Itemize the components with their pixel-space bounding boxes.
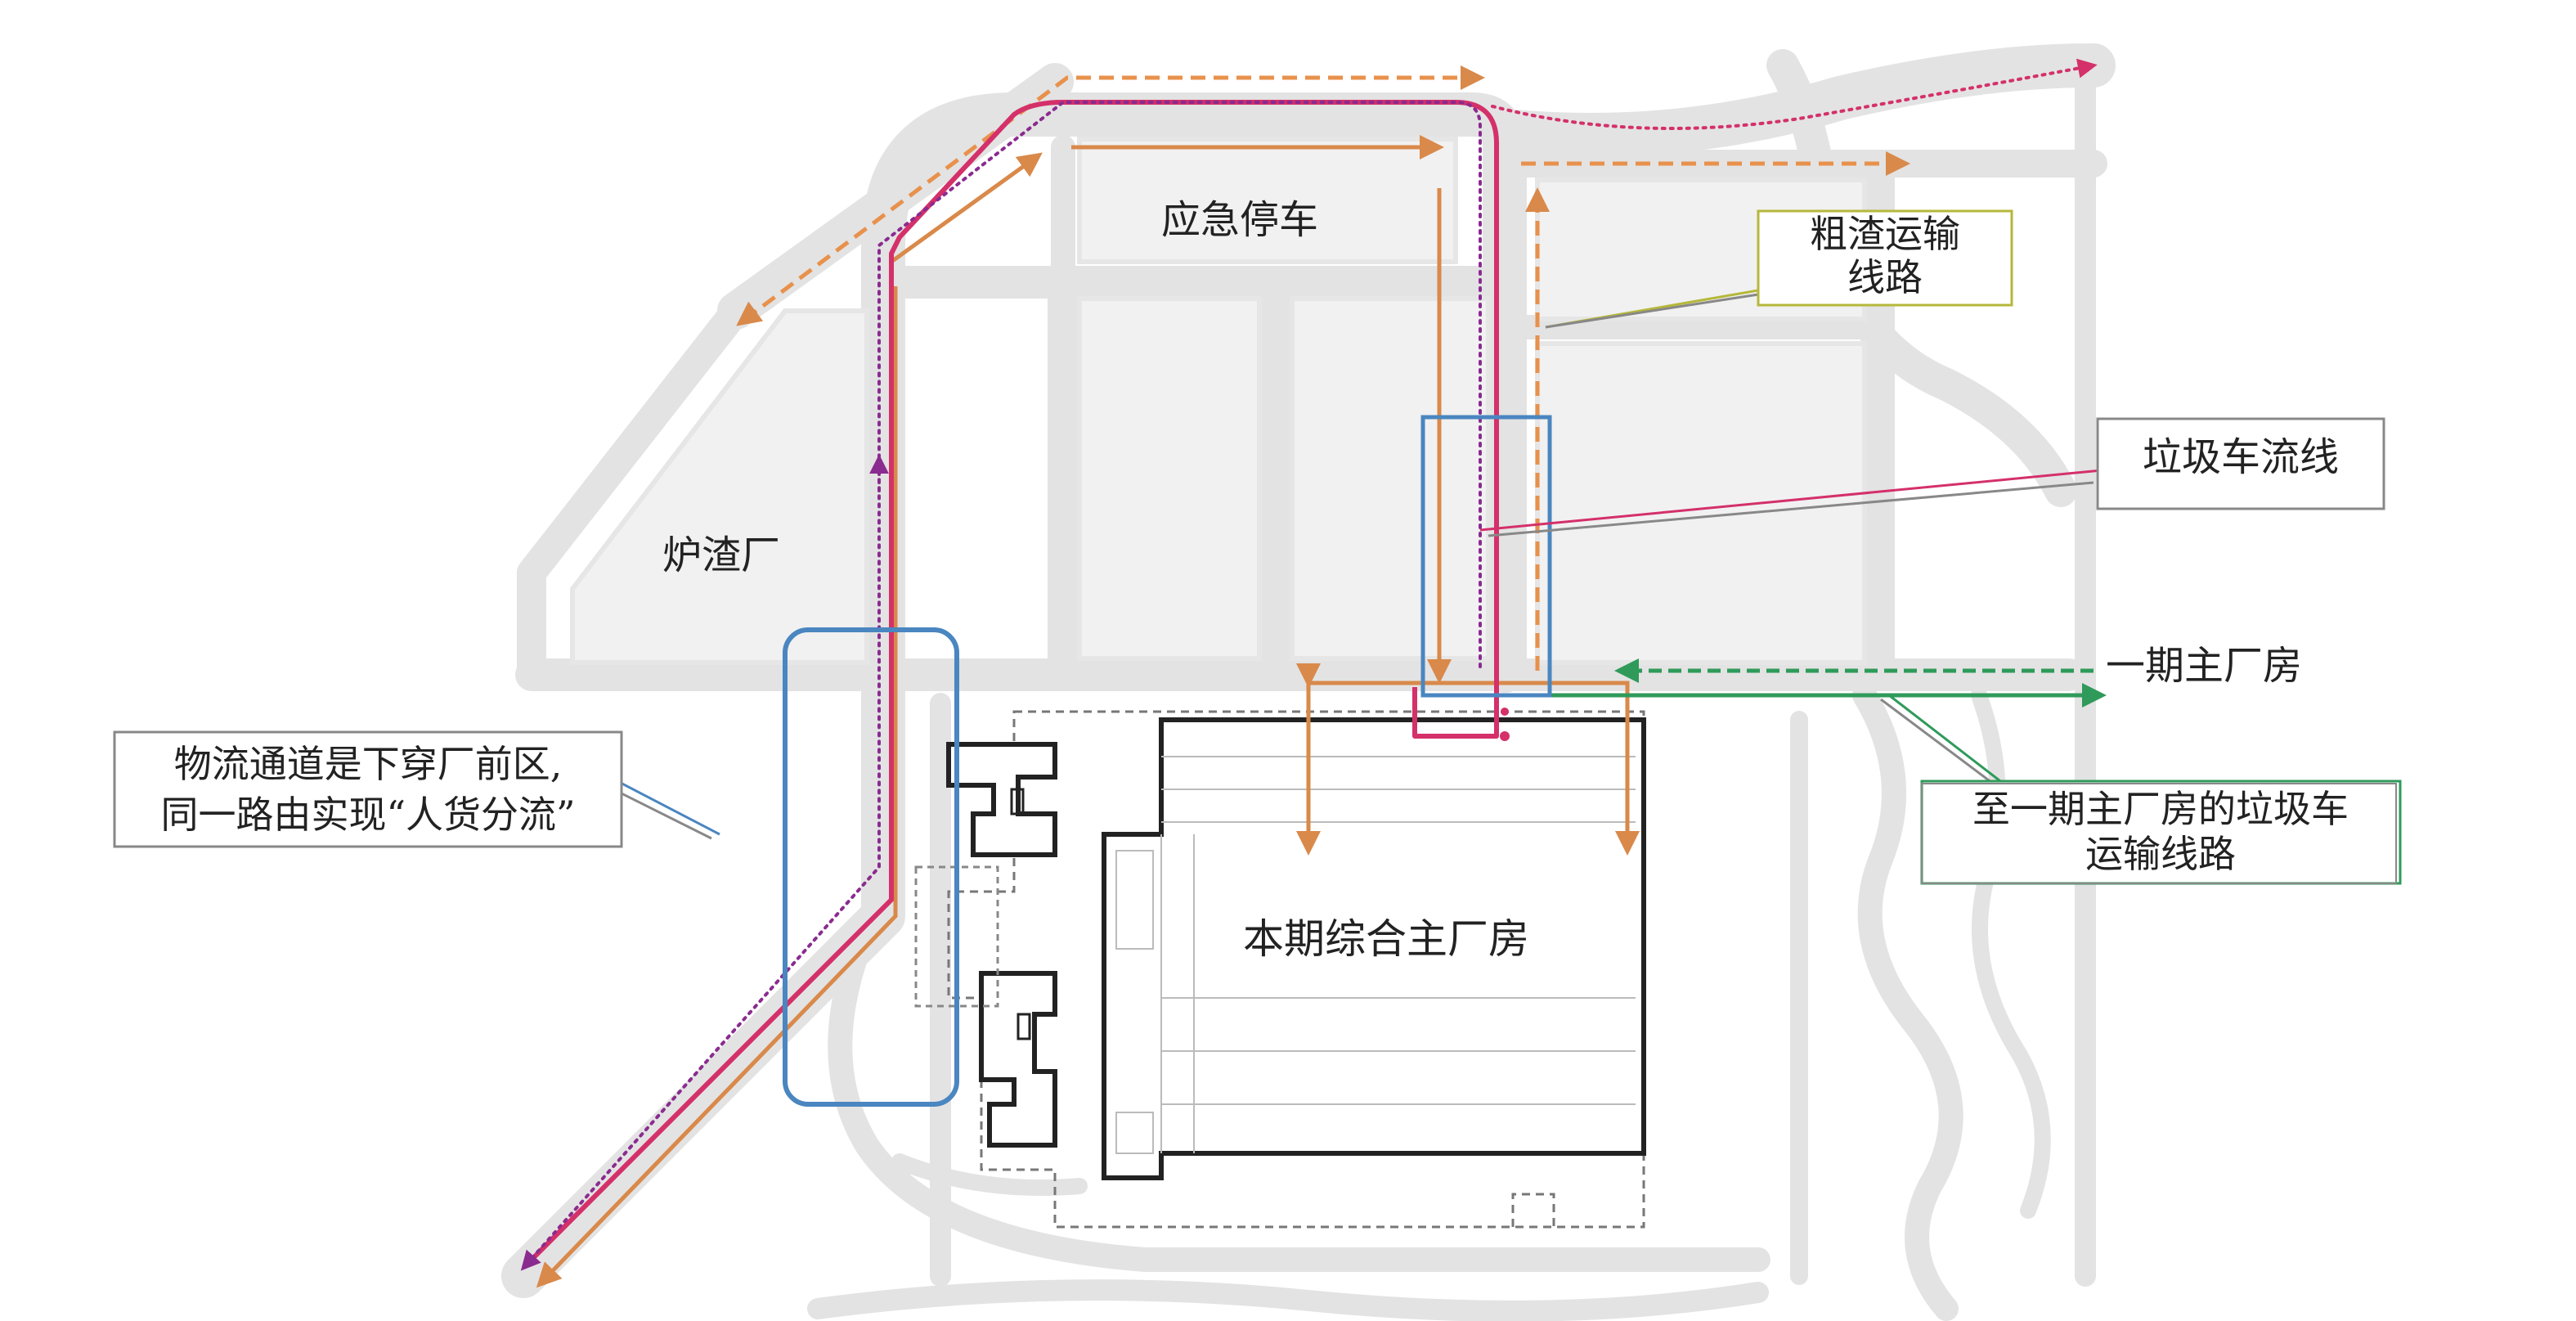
callout-garbage-truck-flow: 垃圾车流线 bbox=[2096, 417, 2385, 510]
underpass-highlight bbox=[783, 627, 959, 1107]
callout-garbage-truck-flow-text: 垃圾车流线 bbox=[2143, 434, 2339, 480]
label-emergency-parking: 应急停车 bbox=[1161, 197, 1318, 243]
route-dots bbox=[1500, 708, 1510, 741]
green-route bbox=[1464, 658, 2107, 708]
purple-dotted-route bbox=[520, 58, 2098, 1271]
leader-lines bbox=[613, 289, 2103, 840]
callout-coarse-slag-line2: 线路 bbox=[1847, 255, 1923, 299]
h-building-upper bbox=[946, 742, 1057, 857]
h-building-lower bbox=[979, 971, 1057, 1148]
callout-coarse-slag-line1: 粗渣运输 bbox=[1810, 212, 1960, 256]
garbage-route-highlight bbox=[1420, 415, 1552, 698]
callout-route-phase1-line1: 至一期主厂房的垃圾车 bbox=[1972, 787, 2349, 831]
callout-logistics-channel: 物流通道是下穿厂前区, 同一路由实现“人货分流” bbox=[113, 730, 623, 848]
orange-solid-route bbox=[536, 135, 1640, 1288]
callout-coarse-slag-route: 粗渣运输 线路 bbox=[1757, 209, 2013, 307]
main-building bbox=[947, 710, 1646, 1229]
label-main-building-current: 本期综合主厂房 bbox=[1243, 915, 1529, 963]
callout-route-phase1-line2: 运输线路 bbox=[2085, 832, 2236, 876]
callout-route-to-phase1: 至一期主厂房的垃圾车 运输线路 bbox=[1920, 780, 2402, 885]
callout-logistics-line2: 同一路由实现“人货分流” bbox=[160, 793, 575, 837]
label-phase1-main-building: 一期主厂房 bbox=[2106, 643, 2302, 689]
label-slag-plant: 炉渣厂 bbox=[662, 532, 780, 578]
callout-logistics-line1: 物流通道是下穿厂前区, bbox=[174, 742, 563, 786]
orange-dashed-route bbox=[736, 65, 1910, 671]
